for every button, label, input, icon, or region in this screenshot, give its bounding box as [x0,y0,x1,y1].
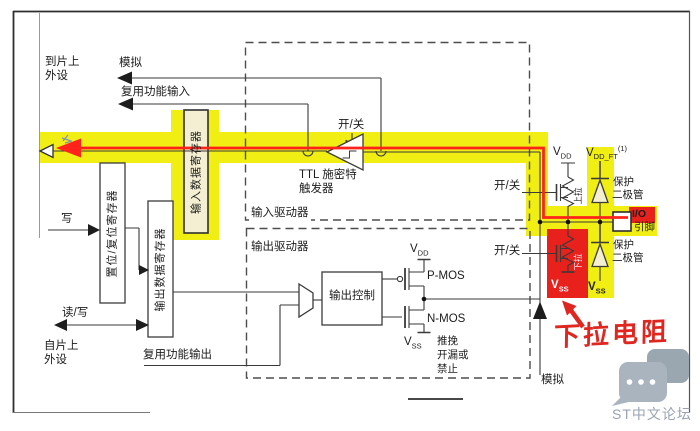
schmitt-label-line1: TTL 施密特 [299,169,357,181]
vdd-mos-label: VDD [410,243,429,258]
vss-pulldown-label: VSS [551,279,569,294]
protect-bottom-label-line2: 二极管 [612,252,644,264]
protect-bottom-label-line1: 保护 [613,239,634,251]
pull-up-label: 上拉 [573,187,583,205]
pulldown-resistor-annotation: 下拉电阻 [553,315,671,353]
protect-top-label-line2: 二极管 [612,189,644,201]
to-chip-label-line2: 外设 [45,70,68,82]
set-reset-register-box [99,162,126,304]
vss-mos-label: VSS [404,336,422,351]
output-control-box [321,271,383,326]
output-control-label: 输出控制 [329,290,375,302]
from-chip-label-line2: 外设 [44,354,67,366]
input-path-trace [56,138,628,219]
pin-label: 引脚 [634,221,655,233]
vdd-pullup-label: VDD [553,146,572,161]
output-register-box [147,200,174,338]
output-register-label: 输出数据寄存器 [154,227,166,311]
vdd-ft-label: VDD_FT(1) [586,144,628,162]
protection-diode-bottom-icon [591,242,609,268]
vss-diode-label: VSS [588,281,606,296]
nmos-label: N-MOS [427,313,466,325]
output-driver-dashed-box [245,227,531,379]
input-register-label: 输入数据寄存器 [190,129,202,214]
frame [12,10,691,413]
input-register-box [183,109,209,234]
pmos-bubble-icon [396,275,404,283]
watermark-site-label: ST中文论坛 [612,406,692,422]
highlight-box-pulldown [547,229,588,298]
analog-top-label: 模拟 [119,57,142,69]
protection-diode-top-icon [591,178,609,204]
highlight-box-io-label [629,207,655,223]
main-line-left-arrow-icon [38,143,54,159]
to-chip-label-line1: 到片上 [45,56,80,68]
hysteresis-icon [342,150,357,159]
output-driver-label: 输出驱动器 [251,241,309,253]
pmos-label: P-MOS [427,270,465,282]
scribble-mark [61,134,73,144]
schmitt-label-line2: 触发器 [299,183,334,195]
input-driver-label: 输入驱动器 [249,207,311,221]
annotation-arrow-icon [562,300,585,329]
schmitt-trigger-icon [325,132,364,172]
protect-top-label-line1: 保护 [613,176,634,188]
from-chip-label-line1: 自片上 [44,340,79,352]
io-pin-box [612,211,632,232]
mux-icon [298,282,314,319]
analog-bottom-label: 模拟 [541,374,564,386]
set-reset-register-label: 置位/复位寄存器 [106,188,118,278]
circuit-traces [48,77,613,375]
af-input-label: 复用功能输入 [121,86,190,98]
junction-dots [421,219,603,302]
watermark-logo-icon [612,349,689,406]
input-driver-dashed-box [244,41,531,221]
pullup-switch-label: 开/关 [494,180,521,192]
schmitt-switch-label: 开/关 [338,119,365,131]
arrowheads [54,71,547,331]
af-output-label: 复用功能输出 [143,349,212,361]
pull-down-label: 下拉 [573,253,583,271]
write-label: 写 [61,213,73,225]
mode-label-line2: 开漏或 [437,349,469,361]
io-label: I/O [632,208,647,220]
mode-label-line3: 禁止 [437,363,458,375]
pulldown-switch-label: 开/关 [494,245,521,257]
mode-label-line1: 推挽 [437,335,458,347]
read-write-label: 读/写 [62,307,89,319]
